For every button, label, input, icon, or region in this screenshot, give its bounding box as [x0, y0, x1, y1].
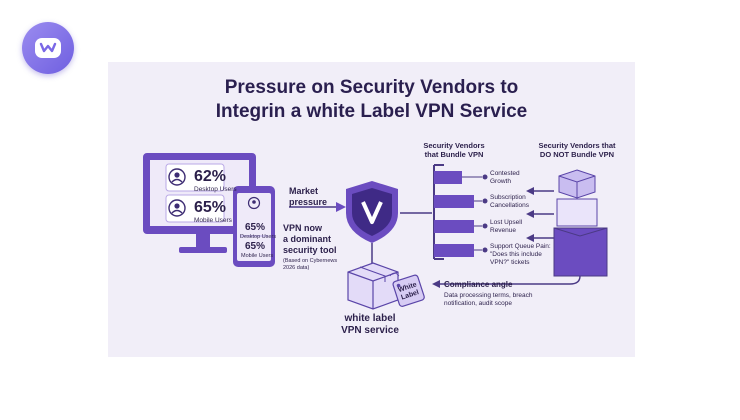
shield-icon: [346, 181, 398, 243]
outcome-3-line-1: Lost Upsell: [490, 219, 523, 226]
desktop-users-label: Desktop Users: [194, 186, 237, 193]
outcome-1-line-1: Contested: [490, 170, 520, 177]
diagram-graphics: [143, 153, 608, 310]
phone-label-2: Mobile Users: [241, 253, 274, 259]
bundle-header-line-1: Security Vendors: [423, 141, 485, 150]
logo-icon: [35, 38, 61, 58]
desktop-percentage: 62%: [194, 168, 227, 185]
mobile-users-label: Mobile Users: [194, 217, 232, 224]
outcome-4-line-3: VPN?" tickets: [490, 259, 530, 266]
phone-icon: [233, 186, 275, 267]
title-line-1: Pressure on Security Vendors to: [224, 77, 519, 98]
market-pressure-line-1: Market: [289, 186, 319, 196]
vpn-source-line-2: 2026 data): [283, 265, 310, 271]
outcome-1-line-2: Growth: [490, 178, 511, 185]
outcome-2-line-1: Subscription: [490, 194, 526, 201]
phone-label-1: Desktop Users: [240, 234, 277, 240]
vpn-tool-line-1: VPN now: [283, 223, 323, 233]
not-bundle-header-line-1: Security Vendors that: [538, 141, 616, 150]
service-label: white label VPN service: [330, 313, 410, 337]
compliance-title: Compliance angle: [444, 280, 513, 289]
arrow-head-icon: [336, 202, 346, 212]
infographic-card: Pressure on Security Vendors to Integrin…: [108, 62, 635, 357]
phone-percentage-2: 65%: [245, 241, 266, 252]
not-bundle-header-line-2: DO NOT Bundle VPN: [539, 150, 615, 159]
service-label-line-2: VPN service: [341, 325, 399, 336]
phone-percentage-1: 65%: [245, 222, 266, 233]
mobile-percentage: 65%: [194, 199, 227, 216]
vpn-tool-line-3: security tool: [283, 245, 337, 255]
outcome-4-line-2: "Does this include: [490, 251, 542, 258]
app-logo[interactable]: [22, 22, 74, 74]
outcome-4-line-1: Support Queue Pain:: [490, 243, 551, 250]
compliance-text-line-2: notification, audit scope: [444, 300, 512, 307]
vpn-source-line-1: (Based on Cybernews: [283, 258, 338, 264]
white-label-box-icon: [347, 262, 425, 310]
outcome-3-line-2: Revenue: [490, 227, 517, 234]
title-line-2: Integrin a white Label VPN Service: [215, 101, 528, 122]
vpn-tool-line-2: a dominant: [283, 234, 332, 244]
stacked-boxes-icon: [553, 169, 608, 277]
bundle-header-line-2: that Bundle VPN: [424, 150, 484, 159]
outcome-bars: [434, 171, 488, 257]
outcome-2-line-2: Cancellations: [490, 202, 530, 209]
market-pressure-line-2: pressure: [289, 197, 328, 207]
compliance-text-line-1: Data processing terms, breach: [444, 292, 533, 299]
monitor-icon: [143, 153, 256, 253]
service-label-line-1: white label: [344, 313, 396, 324]
